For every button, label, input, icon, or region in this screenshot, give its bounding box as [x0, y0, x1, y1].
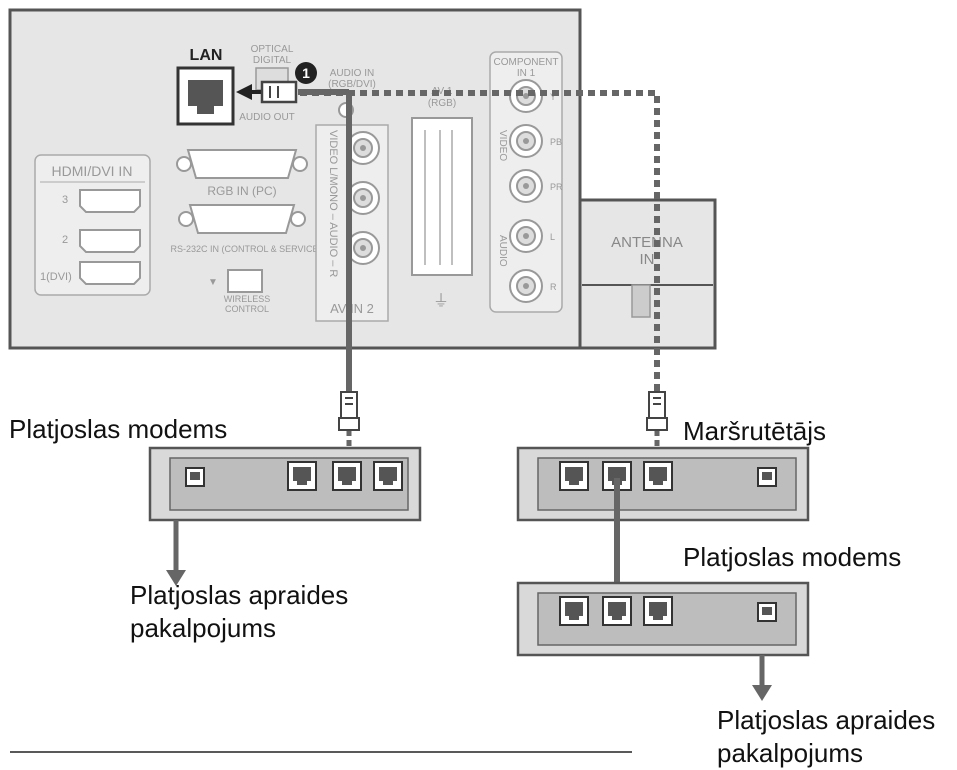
service-left-line2: pakalpojums — [130, 613, 276, 643]
svg-text:1: 1 — [302, 65, 310, 81]
cable-dotted-router — [300, 90, 660, 395]
component-l-jack[interactable] — [509, 219, 543, 253]
ground-icon: ⏚ — [433, 292, 449, 310]
component-pr-jack[interactable] — [509, 169, 543, 203]
modem-right-label: Platjoslas modems — [683, 542, 902, 572]
component-r-jack[interactable] — [509, 269, 543, 303]
service-left-line1: Platjoslas apraides — [130, 580, 349, 610]
component-label: COMPONENT — [494, 57, 559, 68]
svg-text:CONTROL: CONTROL — [225, 304, 269, 314]
svg-text:L: L — [550, 232, 555, 242]
scart-pins — [424, 130, 453, 265]
rs232c-port[interactable] — [188, 204, 296, 234]
lan-label: LAN — [190, 47, 223, 64]
av1-label: AV 1 — [432, 86, 453, 97]
rs232c-label: RS-232C IN (CONTROL & SERVICE) — [170, 244, 321, 254]
svg-text:(RGB/DVI): (RGB/DVI) — [328, 79, 376, 90]
arrow-to-lan-icon — [236, 84, 252, 100]
router-port-3[interactable] — [643, 461, 673, 491]
audio-out-label: AUDIO OUT — [239, 112, 295, 123]
hdmi-port-1[interactable] — [79, 261, 141, 285]
component-pb-jack[interactable] — [509, 124, 543, 158]
modem-right-port-3[interactable] — [643, 596, 673, 626]
router-label: Maršrutētājs — [683, 416, 827, 446]
modem-right-port-2[interactable] — [602, 596, 632, 626]
antenna-box — [578, 198, 717, 350]
router-port-1[interactable] — [559, 461, 589, 491]
svg-text:R: R — [550, 282, 557, 292]
arrow-down-left-icon — [166, 570, 186, 586]
svg-text:VIDEO: VIDEO — [497, 130, 508, 161]
service-right-line1: Platjoslas apraides — [717, 705, 936, 735]
svg-text:IN: IN — [640, 251, 655, 268]
antenna-label: ANTENNA — [611, 234, 683, 251]
hdmi-port-3[interactable] — [79, 189, 141, 213]
modem-left-port-3[interactable] — [373, 461, 403, 491]
svg-text:PR: PR — [550, 182, 563, 192]
service-right-line2: pakalpojums — [717, 738, 863, 768]
svg-text:AUDIO: AUDIO — [497, 235, 508, 267]
svg-text:IN 1: IN 1 — [517, 68, 536, 79]
modem-left-port-1[interactable] — [287, 461, 317, 491]
wireless-control-port[interactable] — [227, 269, 263, 293]
svg-text:(RGB): (RGB) — [428, 98, 456, 109]
plug-router-icon — [646, 391, 668, 431]
step-badge — [295, 62, 317, 84]
svg-text:2: 2 — [62, 234, 68, 246]
modem-right-port-1[interactable] — [559, 596, 589, 626]
wireless-label: WIRELESS — [224, 294, 271, 304]
modem-left-label: Platjoslas modems — [9, 414, 228, 444]
wireless-triangle-icon: ▼ — [208, 277, 218, 288]
svg-text:Y: Y — [550, 92, 556, 102]
component-y-jack[interactable] — [509, 79, 543, 113]
optical-digital-label: OPTICAL — [251, 44, 294, 55]
plug-modem-icon — [338, 391, 360, 431]
hdmi-title: HDMI/DVI IN — [52, 163, 133, 179]
antenna-connector-icon — [631, 284, 651, 318]
svg-text:DIGITAL: DIGITAL — [253, 55, 292, 66]
rgb-in-port[interactable] — [186, 149, 298, 179]
svg-text:1(DVI): 1(DVI) — [40, 271, 72, 283]
rgb-in-label: RGB IN (PC) — [207, 184, 276, 198]
audio-in-label: AUDIO IN — [330, 68, 374, 79]
svg-text:3: 3 — [62, 194, 68, 206]
av2-side-label: VIDEO L/MONO – AUDIO – R — [327, 130, 339, 277]
hdmi-port-2[interactable] — [79, 229, 141, 253]
scart-port[interactable] — [411, 117, 473, 276]
modem-left-port-2[interactable] — [332, 461, 362, 491]
arrow-down-right-icon — [752, 685, 772, 701]
svg-text:PB: PB — [550, 137, 562, 147]
